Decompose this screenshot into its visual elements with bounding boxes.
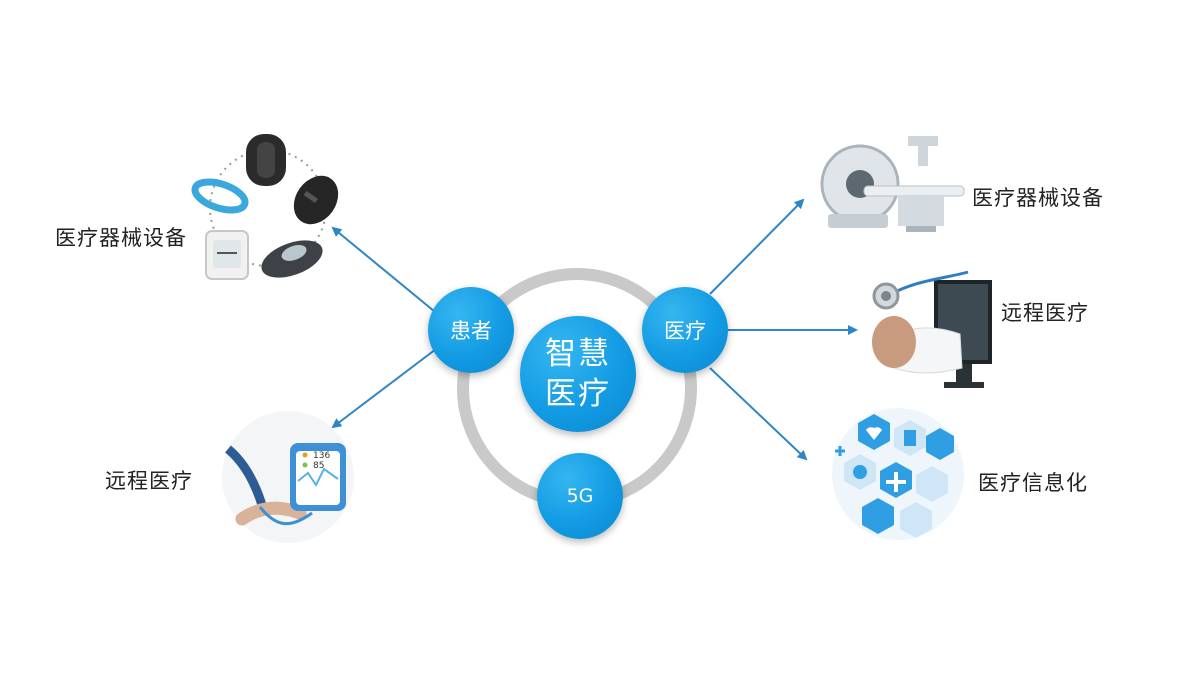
hub-node: 智慧 医疗 xyxy=(520,316,636,432)
medical-info-hexagon-icon xyxy=(832,408,964,540)
svg-text:136: 136 xyxy=(313,451,330,461)
5g-node: 5G xyxy=(537,453,623,539)
label-right-devices: 医疗器械设备 xyxy=(972,186,1104,210)
ct-scanner-icon xyxy=(820,136,965,232)
arrow-patient-to-devices xyxy=(331,226,441,317)
arrow-patient-to-remote xyxy=(331,345,441,429)
wearable-bands-icon xyxy=(191,134,339,280)
5g-node-label: 5G xyxy=(566,485,594,507)
stethoscope-monitor-icon xyxy=(872,270,992,388)
medical-node-label: 医疗 xyxy=(664,319,706,343)
arrow-medical-to-devices xyxy=(709,198,805,295)
remote-blood-pressure-monitor-icon: 136 85 xyxy=(222,411,354,543)
hub-title-line2: 医疗 xyxy=(545,376,611,412)
arrow-medical-to-info xyxy=(709,367,808,461)
patient-node: 患者 xyxy=(428,287,514,373)
label-left-devices: 医疗器械设备 xyxy=(55,226,187,250)
patient-node-label: 患者 xyxy=(450,319,492,343)
label-right-info: 医疗信息化 xyxy=(978,471,1088,495)
hub-title-line1: 智慧 xyxy=(545,336,611,372)
label-right-remote: 远程医疗 xyxy=(1001,301,1089,325)
medical-node: 医疗 xyxy=(642,287,728,373)
svg-text:85: 85 xyxy=(313,461,324,471)
label-left-remote: 远程医疗 xyxy=(105,469,193,493)
